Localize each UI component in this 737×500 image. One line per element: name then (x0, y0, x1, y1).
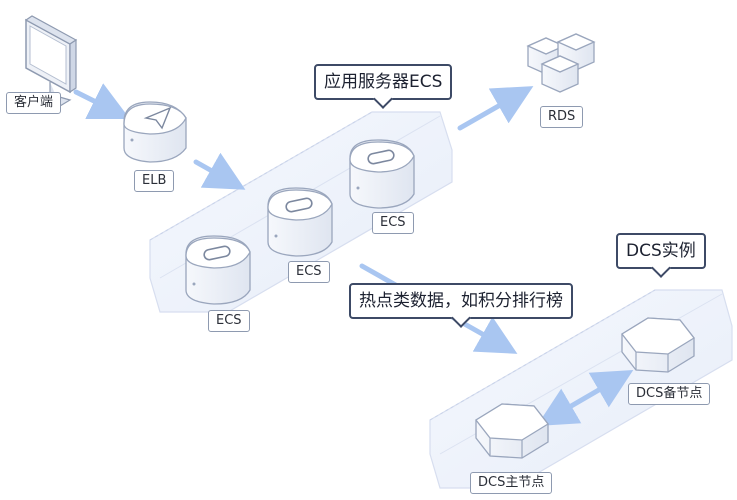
dcs-master-node (475, 403, 549, 459)
label-elb: ELB (134, 170, 175, 192)
callout-hot-data: 热点类数据，如积分排行榜 (349, 283, 573, 319)
elb-node (123, 101, 187, 163)
callout-dcs-instance: DCS实例 (616, 233, 706, 269)
arrow-elb-to-ecs (193, 152, 246, 190)
ecs-node-2 (267, 187, 333, 257)
label-ecs-3: ECS (372, 212, 414, 234)
arrow-ecs-to-rds (457, 86, 534, 131)
dcs-standby-node (621, 317, 695, 373)
label-client: 客户端 (6, 92, 62, 114)
arrow-dcs-sync (536, 369, 634, 427)
label-dcs-master: DCS主节点 (470, 472, 553, 494)
arrow-client-to-elb (73, 83, 130, 119)
label-dcs-standby: DCS备节点 (628, 383, 711, 405)
ecs-node-1 (185, 235, 251, 305)
callout-app-server: 应用服务器ECS (314, 64, 453, 100)
rds-node (526, 33, 596, 93)
ecs-node-3 (349, 139, 415, 209)
label-ecs-1: ECS (208, 310, 250, 332)
label-ecs-2: ECS (288, 261, 330, 283)
label-rds: RDS (540, 106, 584, 128)
